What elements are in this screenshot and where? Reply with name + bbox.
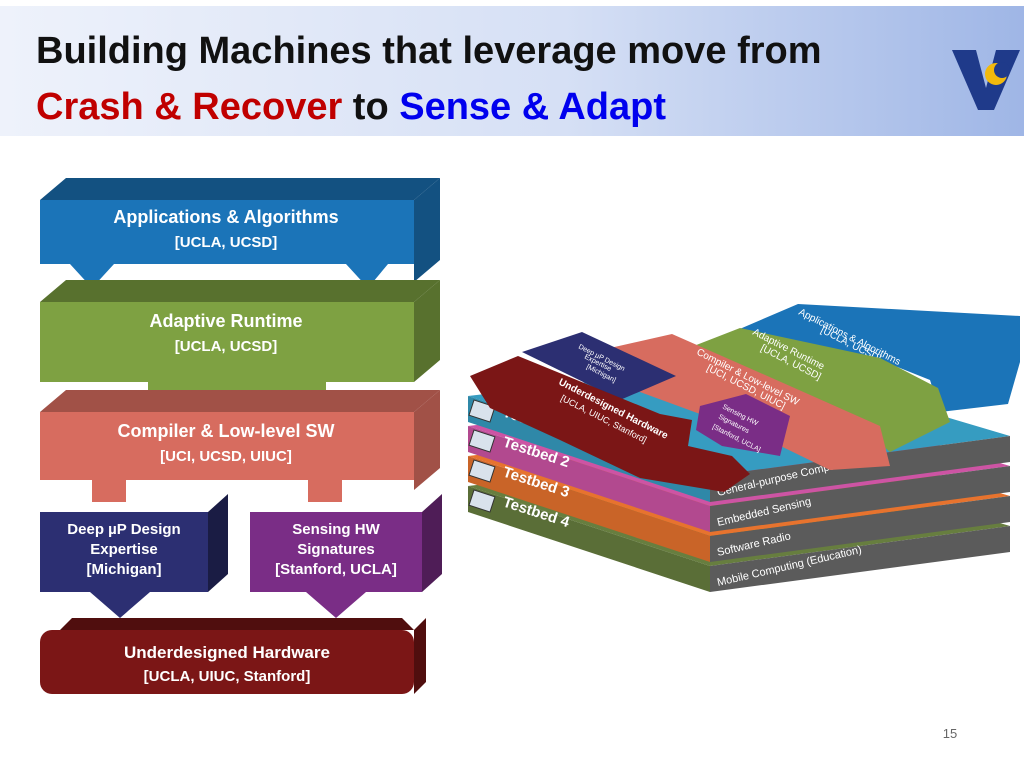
testbed-side-face — [710, 436, 1010, 502]
iso-block-deep: Deep µP Design Expertise [Michigan] — [522, 332, 676, 400]
stack-layer-runtime: Adaptive Runtime [UCLA, UCSD] — [40, 280, 440, 400]
page-number: 15 — [942, 726, 958, 741]
stack-block-deep-design: Deep µP Design Expertise [Michigan] — [40, 494, 228, 618]
stack-deep-line1: Deep µP Design — [67, 521, 180, 538]
testbed-front-face — [468, 486, 710, 592]
title-line-1: Building Machines that leverage move fro… — [36, 30, 822, 72]
stack-layer-hardware: Underdesigned Hardware [UCLA, UIUC, Stan… — [40, 618, 426, 694]
testbed-side-face — [710, 466, 1010, 532]
logo-v-shape — [952, 50, 1020, 110]
stack-deep-line2: Expertise — [90, 541, 158, 558]
stack-sensing-line2: Signatures — [297, 541, 375, 558]
testbed-front-face — [468, 426, 710, 532]
testbed-front-face — [468, 456, 710, 562]
testbed-photo-thumbnail — [468, 459, 496, 483]
stack-compiler-line1: Compiler & Low-level SW — [117, 421, 334, 441]
stack-hardware-line2: [UCLA, UIUC, Stanford] — [144, 668, 311, 685]
stack-block-sensing: Sensing HW Signatures [Stanford, UCLA] — [250, 494, 442, 618]
stack-layer-compiler: Compiler & Low-level SW [UCI, UCSD, UIUC… — [40, 390, 440, 502]
stack-runtime-line2: [UCLA, UCSD] — [175, 338, 278, 355]
title-line-2: Crash & Recover to Sense & Adapt — [36, 84, 666, 130]
stack-compiler-line2: [UCI, UCSD, UIUC] — [160, 448, 292, 465]
iso-block-sensing: Sensing HW Signatures [Stanford, UCLA] — [696, 394, 790, 456]
stack-applications-line1: Applications & Algorithms — [113, 207, 338, 227]
title-to: to — [342, 86, 400, 128]
title-crash-recover: Crash & Recover — [36, 86, 343, 128]
stack-applications-line2: [UCLA, UCSD] — [175, 234, 278, 251]
stack-sensing-line1: Sensing HW — [292, 521, 380, 538]
stack-hardware-line1: Underdesigned Hardware — [124, 643, 330, 662]
university-logo — [952, 50, 1020, 110]
title-sense-adapt: Sense & Adapt — [399, 86, 666, 128]
stack-deep-line3: [Michigan] — [87, 561, 162, 578]
title-bar: Building Machines that leverage move fro… — [0, 6, 1024, 136]
testbed-side-face — [710, 526, 1010, 592]
logo-sun-cutout — [994, 62, 1010, 78]
testbed-side-face — [710, 496, 1010, 562]
stack-layer-applications: Applications & Algorithms [UCLA, UCSD] — [40, 178, 440, 288]
layer-stack-diagram: Applications & Algorithms [UCLA, UCSD] A… — [40, 178, 442, 694]
testbed-photo-thumbnail — [468, 429, 496, 453]
testbed-photo-thumbnail — [468, 489, 496, 513]
stack-sensing-line3: [Stanford, UCLA] — [275, 561, 397, 578]
stack-runtime-line1: Adaptive Runtime — [149, 311, 302, 331]
